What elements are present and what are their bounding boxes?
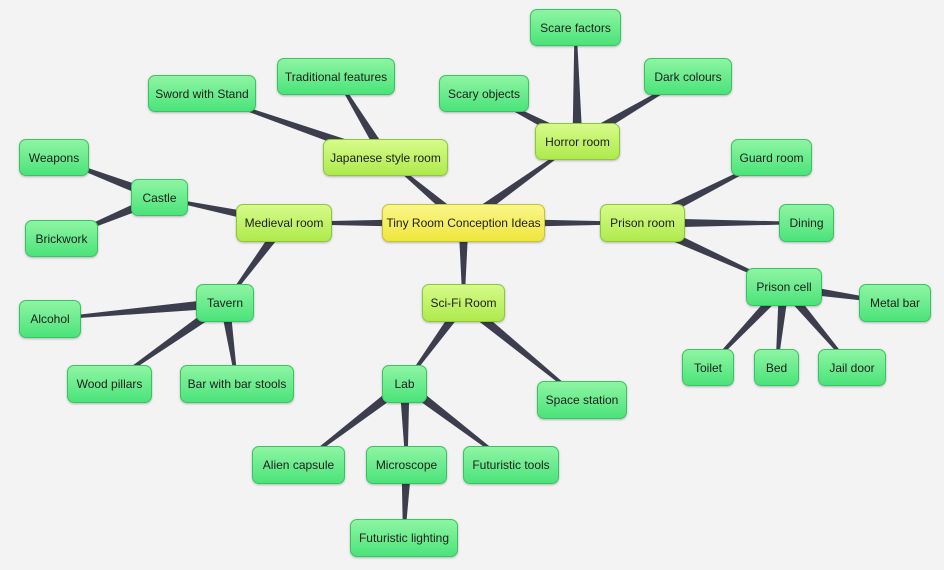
node-scary-objects[interactable]: Scary objects [439,75,529,112]
connector-tavern-barstools [220,302,238,385]
node-tiny-room-conception-ideas[interactable]: Tiny Room Conception Ideas [382,204,545,242]
node-medieval-room[interactable]: Medieval room [236,204,332,242]
node-metal-bar[interactable]: Metal bar [859,284,931,322]
connector-lab-tools [401,380,512,466]
node-alcohol[interactable]: Alcohol [19,300,81,338]
node-dark-colours[interactable]: Dark colours [644,58,732,95]
node-prison-room[interactable]: Prison room [600,204,685,242]
node-castle[interactable]: Castle [131,179,188,216]
node-microscope[interactable]: Microscope [366,446,447,484]
node-futuristic-tools[interactable]: Futuristic tools [463,446,559,484]
node-bar-with-bar-stools[interactable]: Bar with bar stools [180,365,294,403]
connector-horror-scare [572,27,583,142]
node-alien-capsule[interactable]: Alien capsule [252,446,345,484]
connector-lab-microscope [399,383,410,465]
node-tavern[interactable]: Tavern [196,284,254,322]
node-space-station[interactable]: Space station [537,381,627,419]
node-sci-fi-room[interactable]: Sci-Fi Room [422,284,505,322]
connector-center-scifi [458,223,469,303]
node-prison-cell[interactable]: Prison cell [746,268,822,306]
connector-cell-bed [775,286,789,368]
node-wood-pillars[interactable]: Wood pillars [67,365,152,403]
node-horror-room[interactable]: Horror room [535,123,620,160]
connector-lab-alien [297,380,408,466]
node-toilet[interactable]: Toilet [682,349,734,386]
node-brickwork[interactable]: Brickwork [25,220,98,257]
node-jail-door[interactable]: Jail door [818,349,886,386]
node-japanese-style-room[interactable]: Japanese style room [323,139,448,176]
connector-tavern-alcohol [49,298,226,320]
node-bed[interactable]: Bed [754,349,799,386]
node-traditional-features[interactable]: Traditional features [277,58,395,95]
node-lab[interactable]: Lab [382,365,427,403]
connector-scifi-space [460,299,583,401]
node-sword-with-stand[interactable]: Sword with Stand [148,75,256,112]
node-guard-room[interactable]: Guard room [731,139,812,176]
node-dining[interactable]: Dining [779,204,834,242]
node-weapons[interactable]: Weapons [19,139,89,176]
node-scare-factors[interactable]: Scare factors [530,9,621,46]
node-futuristic-lighting[interactable]: Futuristic lighting [350,519,458,557]
